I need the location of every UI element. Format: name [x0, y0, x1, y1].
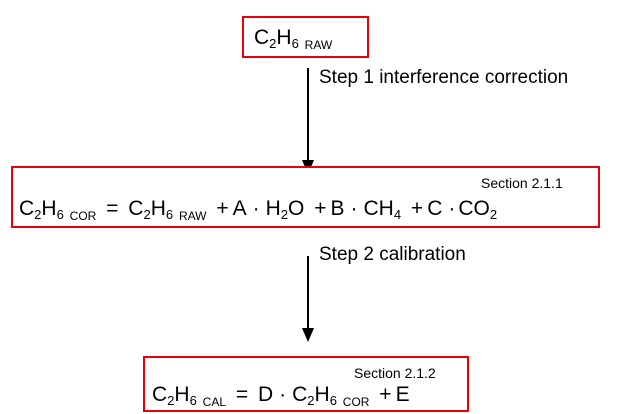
cal-dot-d: ·: [279, 383, 287, 406]
cor-coef-c: C: [427, 197, 443, 220]
cal-formula: C2H6 CAL = D·C2H6 COR +E: [152, 383, 410, 408]
cor-plus3: +: [410, 197, 424, 220]
cal-coef-d: D: [257, 383, 274, 406]
cor-r1-h: H: [150, 197, 166, 220]
cor-r1-sub1: 2: [143, 207, 151, 222]
cor-plus2: +: [314, 197, 327, 220]
step2-label: Step 2 calibration: [319, 244, 466, 265]
cal-section: Section 2.1.2: [354, 365, 436, 381]
cor-coef-b: B: [330, 197, 345, 220]
cor-dot-b: ·: [350, 197, 358, 220]
raw-box: [242, 16, 369, 58]
cal-plus: +: [379, 383, 392, 406]
raw-label: RAW: [304, 38, 333, 52]
cor-h2o-h: H: [265, 197, 281, 220]
cal-coef-e: E: [395, 383, 410, 406]
raw-c: C: [254, 26, 270, 49]
cor-lhs-c: C: [19, 197, 35, 220]
cal-lhs-sub2: 6: [189, 393, 197, 408]
cor-dot-a: ·: [252, 197, 260, 220]
cor-equals: =: [106, 197, 119, 220]
cal-r1-label: COR: [342, 395, 370, 409]
cal-box: [143, 356, 469, 412]
cor-coef-a: A: [232, 197, 247, 220]
cor-r1-sub2: 6: [165, 207, 174, 222]
step1-label: Step 1 interference correction: [319, 67, 569, 88]
step1-arrow: [302, 68, 314, 174]
cor-h2o-sub: 2: [280, 207, 289, 222]
cor-box: [11, 166, 600, 228]
step2-arrow: [302, 256, 314, 342]
cal-lhs-label: CAL: [202, 395, 226, 409]
cor-lhs-h: H: [41, 197, 57, 220]
cor-r1-c: C: [128, 197, 144, 220]
cal-r1-h: H: [314, 383, 330, 406]
cor-r1-label: RAW: [178, 209, 207, 223]
cal-lhs-h: H: [174, 383, 190, 406]
cor-h2o-o: O: [288, 197, 305, 220]
cal-r1-sub2: 6: [329, 393, 337, 408]
cal-r1-c: C: [292, 383, 308, 406]
raw-sub-6: 6: [291, 36, 299, 51]
cor-lhs-label: COR: [69, 209, 97, 223]
cor-plus1: +: [216, 197, 229, 220]
cor-dot-c: ·: [448, 197, 456, 220]
cal-lhs-sub1: 2: [167, 393, 175, 408]
cor-formula: C2H6 COR = C2H6 RAW +A·H2O +B·CH4 +C·CO2: [19, 197, 498, 222]
raw-sub-2: 2: [269, 36, 277, 51]
cal-r1-sub1: 2: [307, 393, 315, 408]
cor-ch4: CH: [363, 197, 394, 220]
cal-equals: =: [235, 383, 249, 406]
cor-lhs-sub1: 2: [34, 207, 42, 222]
cor-ch4-sub: 4: [393, 207, 402, 222]
cal-lhs-c: C: [152, 383, 168, 406]
raw-formula: C2H6 RAW: [254, 26, 332, 51]
cor-section: Section 2.1.1: [481, 175, 563, 191]
raw-h: H: [276, 26, 292, 49]
cor-lhs-sub2: 6: [56, 207, 64, 222]
cor-co2-sub: 2: [489, 207, 498, 222]
cor-co2: CO: [458, 197, 490, 220]
